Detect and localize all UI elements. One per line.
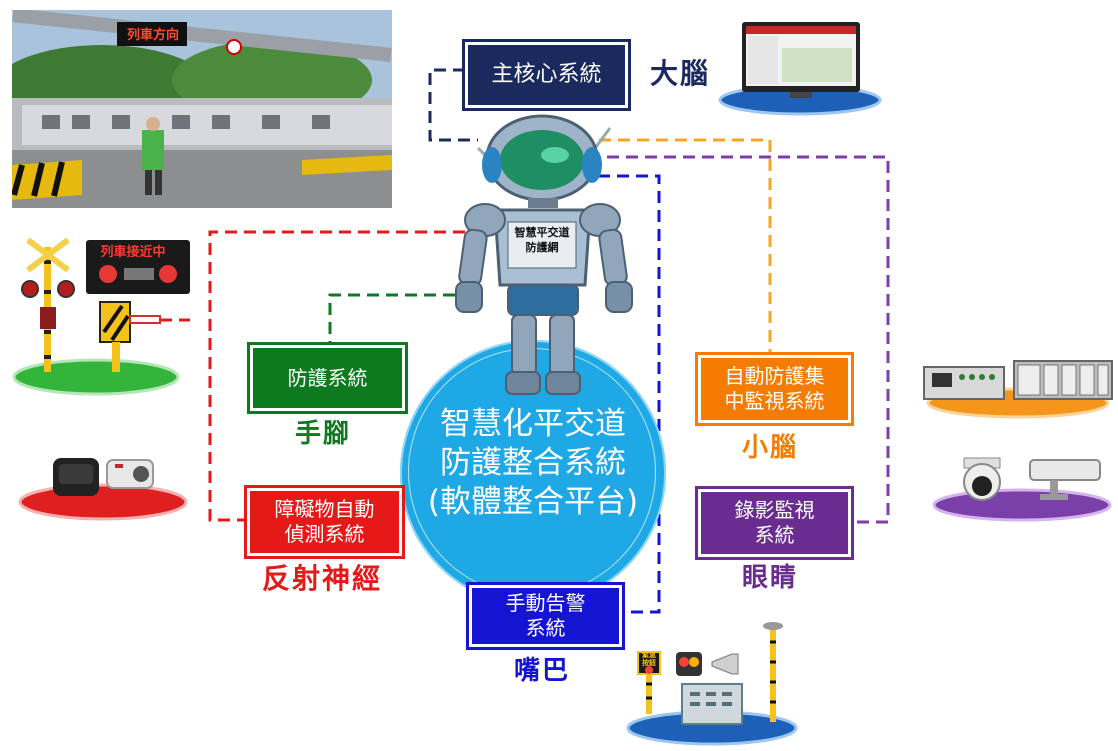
cctv-system-line-2: 系統 — [754, 523, 795, 547]
connector-auto-monitor — [580, 138, 772, 355]
connector-manual-alarm — [560, 174, 661, 614]
manual-alarm-line-1: 手動告警 — [505, 591, 586, 615]
obstacle-sensor-device-icon — [18, 458, 188, 521]
obstacle-detection-box: 障礙物自動 偵測系統 — [244, 485, 405, 559]
protection-role-label: 手腳 — [295, 419, 352, 449]
manual-alarm-role-label: 嘴巴 — [514, 656, 571, 686]
control-panel-device-icon — [923, 360, 1113, 419]
obstacle-detection-line-1: 障礙物自動 — [274, 497, 375, 521]
robot-illustration — [455, 114, 633, 395]
core-system-label: 主核心系統 — [491, 62, 602, 88]
crossing-photo: 列車方向 — [12, 10, 392, 208]
auto-monitor-line-2: 中監視系統 — [724, 389, 825, 413]
manual-alarm-line-2: 系統 — [525, 616, 566, 640]
protection-system-box: 防護系統 — [247, 342, 408, 414]
obstacle-role-label: 反射神經 — [262, 562, 383, 595]
manual-alarm-device-icon — [626, 622, 798, 746]
monitor-device-icon — [718, 22, 882, 116]
auto-monitor-box: 自動防護集 中監視系統 — [695, 352, 854, 426]
connector-protection — [328, 293, 455, 343]
emergency-line-2: 按鈕 — [642, 658, 656, 667]
robot-chest-line-2: 防護網 — [525, 240, 559, 254]
robot-chest-label: 智慧平交道 防護網 — [508, 226, 576, 256]
center-title: 智慧化平交道 防護整合系統 (軟體整合平台) — [404, 405, 662, 521]
photo-sign-text: 列車方向 — [126, 28, 179, 43]
cctv-system-box: 錄影監視 系統 — [695, 486, 854, 560]
core-role-label: 大腦 — [650, 57, 711, 90]
auto-monitor-line-1: 自動防護集 — [724, 364, 825, 388]
protection-system-label: 防護系統 — [287, 365, 368, 390]
core-system-box: 主核心系統 — [462, 39, 631, 111]
emergency-line-1: 緊急 — [642, 651, 656, 659]
center-line-2: 防護整合系統 — [440, 444, 626, 481]
warning-sign-text: 列車接近中 — [100, 245, 166, 260]
connector-obstacle — [208, 230, 465, 522]
cctv-system-line-1: 錄影監視 — [734, 498, 815, 522]
manual-alarm-box: 手動告警 系統 — [466, 582, 625, 650]
connector-cctv — [588, 155, 890, 524]
robot-chest-line-1: 智慧平交道 — [514, 226, 570, 239]
cctv-role-label: 眼睛 — [742, 563, 799, 593]
center-line-1: 智慧化平交道 — [440, 406, 626, 442]
emergency-button-sign-text: 緊急 按鈕 — [638, 651, 660, 667]
obstacle-detection-line-2: 偵測系統 — [284, 522, 365, 546]
cctv-camera-device-icon — [932, 457, 1112, 522]
center-line-3: (軟體整合平台) — [427, 483, 639, 520]
auto-monitor-role-label: 小腦 — [742, 433, 799, 463]
crossing-signal-device-icon — [12, 237, 190, 396]
